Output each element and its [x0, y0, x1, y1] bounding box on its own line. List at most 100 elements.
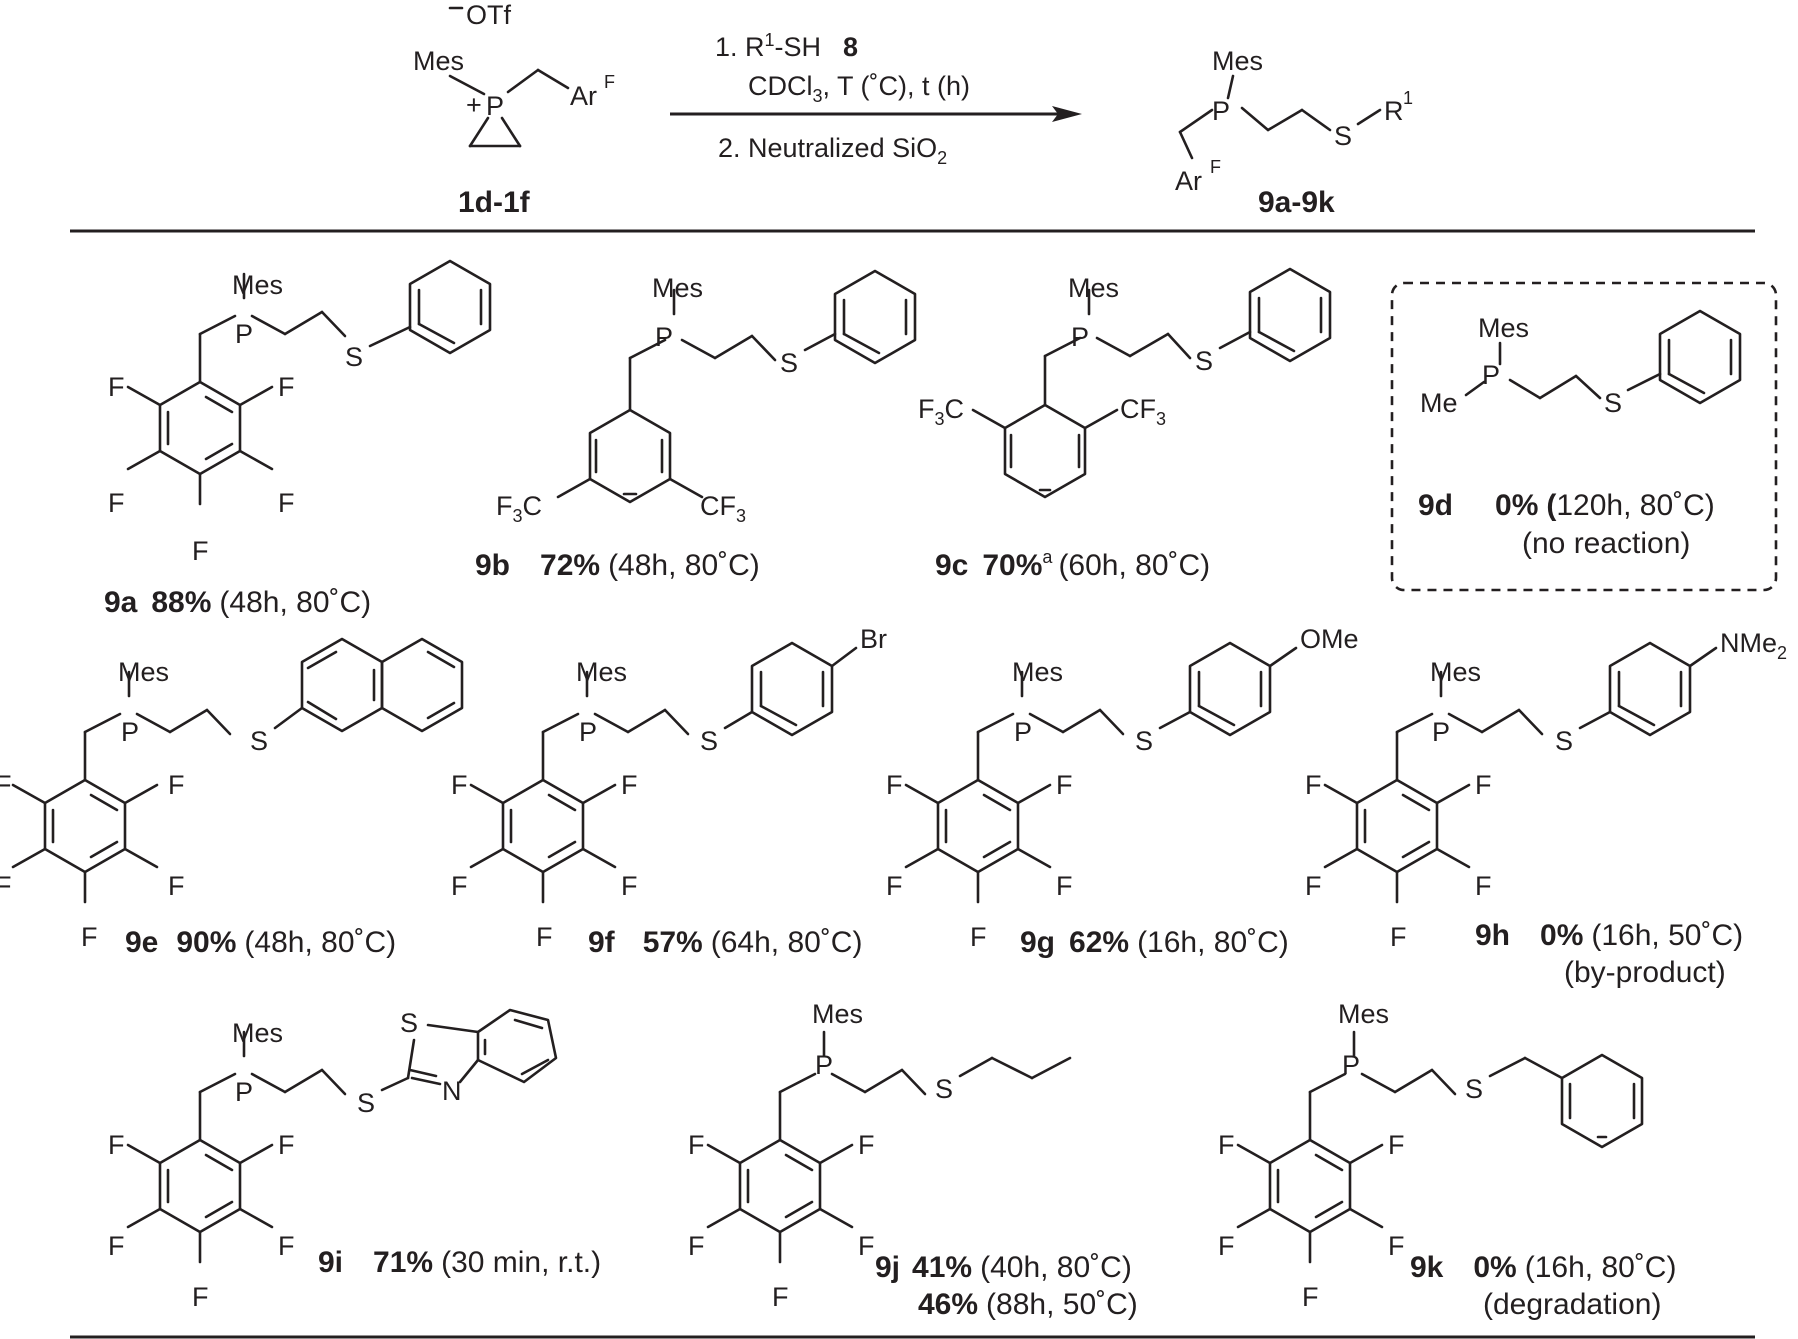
- svg-text:F: F: [0, 871, 12, 901]
- svg-text:R: R: [1384, 96, 1404, 126]
- svg-text:F: F: [688, 1231, 705, 1261]
- svg-text:F: F: [108, 372, 125, 402]
- svg-text:Mes: Mes: [232, 1018, 283, 1048]
- svg-text:Mes: Mes: [1338, 999, 1389, 1029]
- svg-text:F: F: [1302, 1282, 1319, 1312]
- svg-text:F: F: [108, 1130, 125, 1160]
- svg-text:(degradation): (degradation): [1483, 1288, 1661, 1321]
- svg-text:F: F: [1218, 1130, 1235, 1160]
- svg-text:CF3: CF3: [700, 491, 746, 526]
- compound-9a: Mes P S F F F F F: [108, 259, 492, 566]
- compound-9d: Mes P Me S: [1420, 309, 1742, 418]
- svg-text:F: F: [81, 922, 98, 952]
- svg-text:F: F: [0, 770, 12, 800]
- svg-text:F: F: [772, 1282, 789, 1312]
- svg-text:F: F: [970, 922, 987, 952]
- svg-text:Mes: Mes: [1212, 46, 1263, 76]
- svg-text:Mes: Mes: [118, 657, 169, 687]
- svg-text:P: P: [1212, 96, 1230, 126]
- svg-text:Mes: Mes: [576, 657, 627, 687]
- svg-text:F: F: [886, 871, 903, 901]
- svg-text:P: P: [1482, 360, 1500, 390]
- svg-text:F: F: [108, 1231, 125, 1261]
- svg-text:F: F: [621, 871, 638, 901]
- svg-text:9k0%(16h, 80˚C): 9k0%(16h, 80˚C): [1410, 1251, 1676, 1284]
- svg-text:F: F: [1210, 157, 1221, 177]
- svg-text:F: F: [1388, 1231, 1405, 1261]
- product-9a-9k: Mes P Ar F S R 1 9a-9k: [1175, 46, 1413, 219]
- svg-text:S: S: [1465, 1074, 1483, 1104]
- label-charge: +: [466, 90, 482, 120]
- svg-text:P: P: [1432, 717, 1450, 747]
- svg-text:9h0%(16h, 50˚C): 9h0%(16h, 50˚C): [1475, 919, 1743, 952]
- svg-text:S: S: [780, 348, 798, 378]
- svg-text:F: F: [192, 536, 209, 566]
- svg-text:S: S: [935, 1074, 953, 1104]
- compound-9f: Mes P S Br F F F F F: [451, 624, 887, 952]
- atom-p: P: [486, 91, 504, 121]
- svg-text:F: F: [1475, 871, 1492, 901]
- svg-text:OMe: OMe: [1300, 624, 1359, 654]
- label-ar: Ar: [570, 81, 597, 111]
- svg-text:S: S: [250, 726, 268, 756]
- svg-text:Mes: Mes: [232, 270, 283, 300]
- svg-text:P: P: [121, 717, 139, 747]
- svg-text:F: F: [278, 372, 295, 402]
- svg-text:P: P: [235, 1077, 253, 1107]
- svg-text:F: F: [858, 1130, 875, 1160]
- svg-text:Mes: Mes: [1068, 273, 1119, 303]
- compound-9b: Mes P S F3C CF3: [496, 269, 917, 526]
- svg-text:F: F: [536, 922, 553, 952]
- svg-text:S: S: [345, 342, 363, 372]
- svg-text:F: F: [886, 770, 903, 800]
- svg-text:9d0%(120h, 80˚C): 9d0%(120h, 80˚C): [1418, 489, 1715, 522]
- svg-text:S: S: [400, 1008, 418, 1038]
- svg-text:Mes: Mes: [652, 273, 703, 303]
- svg-text:S: S: [1195, 346, 1213, 376]
- svg-text:P: P: [655, 322, 673, 352]
- svg-text:CF3: CF3: [1120, 394, 1166, 429]
- svg-text:F: F: [451, 871, 468, 901]
- svg-text:P: P: [1071, 322, 1089, 352]
- compound-9e: Mes P S F F F F F: [0, 637, 464, 952]
- compound-9k: Mes P S F F F F F: [1218, 999, 1644, 1312]
- svg-text:Br: Br: [860, 624, 887, 654]
- label-f-sup: F: [604, 72, 615, 92]
- svg-text:P: P: [815, 1050, 833, 1080]
- svg-text:F: F: [168, 871, 185, 901]
- svg-text:F: F: [1390, 922, 1407, 952]
- svg-text:F: F: [278, 1231, 295, 1261]
- svg-text:1: 1: [1403, 88, 1413, 108]
- svg-text:Ar: Ar: [1175, 166, 1202, 196]
- svg-text:P: P: [1014, 717, 1032, 747]
- svg-text:F: F: [278, 1130, 295, 1160]
- svg-text:F: F: [688, 1130, 705, 1160]
- svg-text:(no reaction): (no reaction): [1522, 527, 1690, 560]
- comparison-box: [1390, 281, 1778, 592]
- svg-text:F: F: [451, 770, 468, 800]
- svg-text:F3C: F3C: [496, 491, 542, 526]
- svg-text:Mes: Mes: [1430, 657, 1481, 687]
- svg-text:F: F: [1305, 770, 1322, 800]
- svg-text:F: F: [1056, 770, 1073, 800]
- label-mes: Mes: [413, 46, 464, 76]
- reactant-1d-1f: OTf Mes + P Ar F 1d-1f: [413, 0, 615, 219]
- compound-9i: Mes P S S N F F F F F: [108, 1008, 558, 1312]
- svg-text:F3C: F3C: [918, 394, 964, 429]
- svg-text:S: S: [1334, 121, 1352, 151]
- svg-text:F: F: [168, 770, 185, 800]
